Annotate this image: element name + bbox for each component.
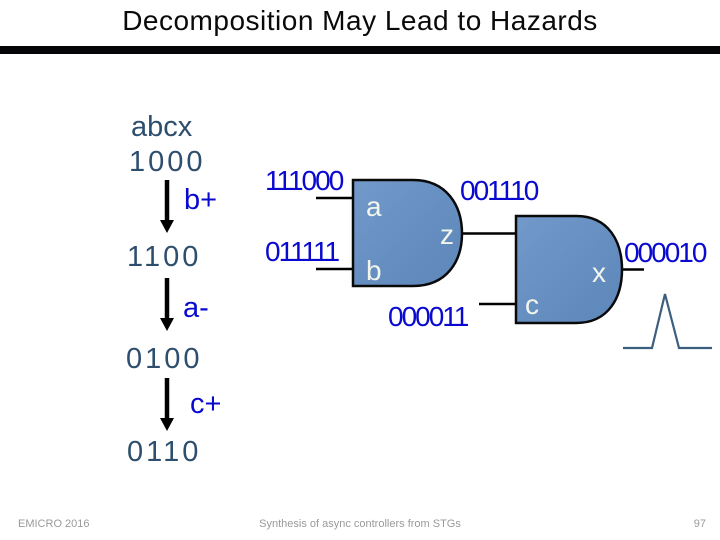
- and-gate-z: [351, 178, 464, 288]
- gate-output-label-z: z: [440, 219, 454, 250]
- transition-arrow-c-plus: [160, 378, 174, 431]
- state-code-1000: 1000: [129, 146, 206, 178]
- waveform-value-z: 001110: [460, 175, 539, 206]
- gate-input-label-b: b: [366, 255, 382, 286]
- state-code-1100: 1100: [127, 241, 202, 273]
- waveform-value-input-c: 000011: [388, 301, 469, 332]
- transition-label-b-plus: b+: [184, 184, 218, 216]
- gate-output-label-x: x: [592, 257, 606, 288]
- footer-conference: EMICRO 2016: [18, 518, 90, 530]
- state-signals-header: abcx: [131, 111, 193, 143]
- state-code-0100: 0100: [126, 343, 203, 375]
- transition-arrow-b-plus: [160, 180, 174, 233]
- waveform-value-input-a: 111000: [265, 165, 344, 196]
- slide-title: Decomposition May Lead to Hazards: [122, 5, 598, 36]
- footer-deck-title: Synthesis of async controllers from STGs: [259, 518, 461, 530]
- waveform-value-input-b: 011111: [265, 236, 340, 267]
- waveform-value-output-x: 000010: [624, 237, 707, 268]
- title-underline-bar: [0, 46, 720, 54]
- footer-page-number: 97: [693, 518, 706, 530]
- hazard-pulse-icon: [623, 293, 712, 350]
- transition-label-a-minus: a-: [183, 292, 209, 324]
- gate-input-label-c: c: [525, 289, 539, 320]
- state-code-0110: 0110: [127, 436, 202, 468]
- gate-input-label-a: a: [366, 191, 382, 222]
- transition-label-c-plus: c+: [190, 388, 222, 420]
- and-gate-x: [514, 214, 624, 325]
- transition-arrow-a-minus: [160, 278, 174, 331]
